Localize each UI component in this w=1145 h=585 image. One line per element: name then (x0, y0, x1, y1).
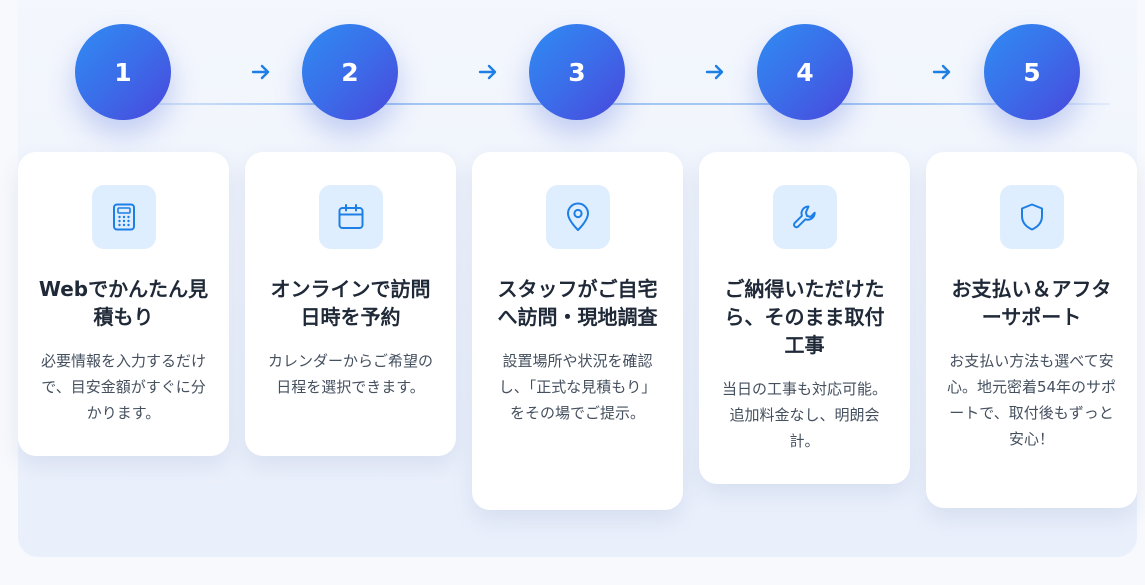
calculator-icon (112, 203, 135, 231)
step-3-number-circle: 3 (529, 24, 625, 120)
step-1-number-circle: 1 (75, 24, 171, 120)
step-4-description: 当日の工事も対応可能。追加料金なし、明朗会計。 (721, 380, 887, 450)
step-3-card: スタッフがご自宅へ訪問・現地調査 設置場所や状況を確認し、「正式な見積もり」をそ… (472, 152, 683, 510)
step-5-description: お支払い方法も選べて安心。地元密着54年のサポートで、取付後もずっと安心！ (946, 352, 1117, 448)
step-1-card: Webでかんたん見積もり 必要情報を入力するだけで、目安金額がすぐに分かります。 (18, 152, 229, 456)
map-pin-icon (566, 202, 589, 231)
step-4-card: ご納得いただけたら、そのまま取付工事 当日の工事も対応可能。追加料金なし、明朗会… (699, 152, 910, 484)
step-4-title: ご納得いただけたら、そのまま取付工事 (724, 277, 885, 357)
step-3-title: スタッフがご自宅へ訪問・現地調査 (497, 277, 658, 329)
step-3-number: 3 (568, 57, 586, 87)
step-1-title: Webでかんたん見積もり (38, 277, 209, 329)
step-2-number-circle: 2 (302, 24, 398, 120)
step-5-card: お支払い＆アフターサポート お支払い方法も選べて安心。地元密着54年のサポートで… (926, 152, 1137, 508)
step-2-number: 2 (341, 57, 359, 87)
step-5-number: 5 (1023, 57, 1041, 87)
step-4-number: 4 (796, 57, 814, 87)
arrow-right-icon (251, 64, 270, 80)
step-2-card: オンラインで訪問日時を予約 カレンダーからご希望の日程を選択できます。 (245, 152, 456, 456)
calendar-icon (338, 204, 363, 229)
wrench-icon (792, 205, 816, 229)
step-3-description: 設置場所や状況を確認し、「正式な見積もり」をその場でご提示。 (498, 352, 657, 422)
shield-icon (1020, 203, 1043, 231)
arrow-right-icon (705, 64, 724, 80)
step-5-icon-box (999, 185, 1064, 249)
step-4-number-circle: 4 (757, 24, 853, 120)
step-5-title: お支払い＆アフターサポート (951, 277, 1112, 329)
step-1-number: 1 (114, 57, 132, 87)
arrow-right-icon (478, 64, 497, 80)
step-2-icon-box (318, 185, 383, 249)
arrow-right-icon (932, 64, 951, 80)
step-2-description: カレンダーからご希望の日程を選択できます。 (267, 352, 433, 396)
step-1-description: 必要情報を入力するだけで、目安金額がすぐに分かります。 (40, 352, 206, 422)
step-1-icon-box (91, 185, 156, 249)
step-2-title: オンラインで訪問日時を予約 (270, 277, 431, 329)
step-3-icon-box (545, 185, 610, 249)
step-4-icon-box (772, 185, 837, 249)
step-5-number-circle: 5 (984, 24, 1080, 120)
